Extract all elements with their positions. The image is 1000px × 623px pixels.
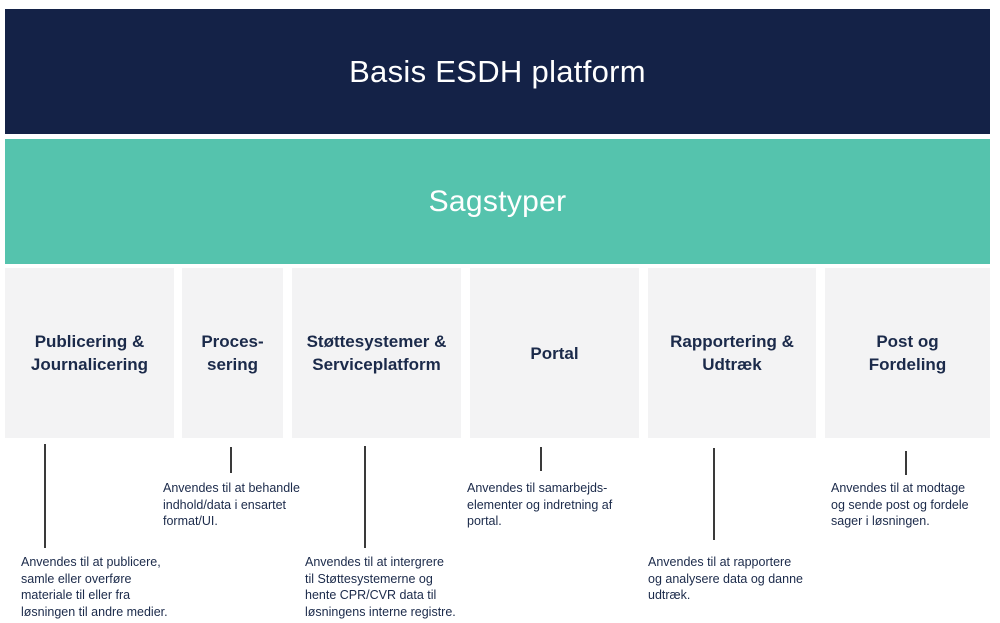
module-description: Anvendes til at behandle indhold/data i … bbox=[163, 481, 300, 528]
module-portal: Portal bbox=[470, 268, 639, 438]
connector-line bbox=[713, 448, 715, 540]
module-label: Proces- sering bbox=[201, 332, 264, 374]
module-description: Anvendes til at intergrere til Støttesys… bbox=[305, 555, 456, 619]
platform-band: Basis ESDH platform bbox=[5, 9, 990, 134]
module-rapportering: Rapportering & Udtræk bbox=[648, 268, 816, 438]
case-types-title: Sagstyper bbox=[428, 184, 567, 218]
module-label: Støttesystemer & Serviceplatform bbox=[306, 332, 447, 374]
connector-line bbox=[364, 446, 366, 548]
case-types-band: Sagstyper bbox=[5, 139, 990, 264]
module-processering: Proces- sering bbox=[182, 268, 283, 438]
module-description: Anvendes til at modtage og sende post og… bbox=[831, 481, 969, 528]
module-post-fordeling: Post og Fordeling bbox=[825, 268, 990, 438]
platform-title: Basis ESDH platform bbox=[349, 53, 646, 89]
module-label: Rapportering & Udtræk bbox=[670, 332, 794, 374]
module-description: Anvendes til at publicere, samle eller o… bbox=[21, 555, 168, 619]
connector-line bbox=[905, 451, 907, 475]
connector-line bbox=[44, 444, 46, 548]
module-label: Portal bbox=[530, 343, 579, 363]
module-stottesystemer: Støttesystemer & Serviceplatform bbox=[292, 268, 461, 438]
module-publicering: Publicering & Journalicering bbox=[5, 268, 174, 438]
module-label: Publicering & Journalicering bbox=[30, 332, 149, 374]
connector-line bbox=[540, 447, 542, 471]
connector-line bbox=[230, 447, 232, 473]
module-description: Anvendes til samarbejds- elementer og in… bbox=[467, 481, 613, 528]
module-label: Post og Fordeling bbox=[868, 332, 947, 374]
module-description: Anvendes til at rapportere og analysere … bbox=[648, 555, 803, 602]
